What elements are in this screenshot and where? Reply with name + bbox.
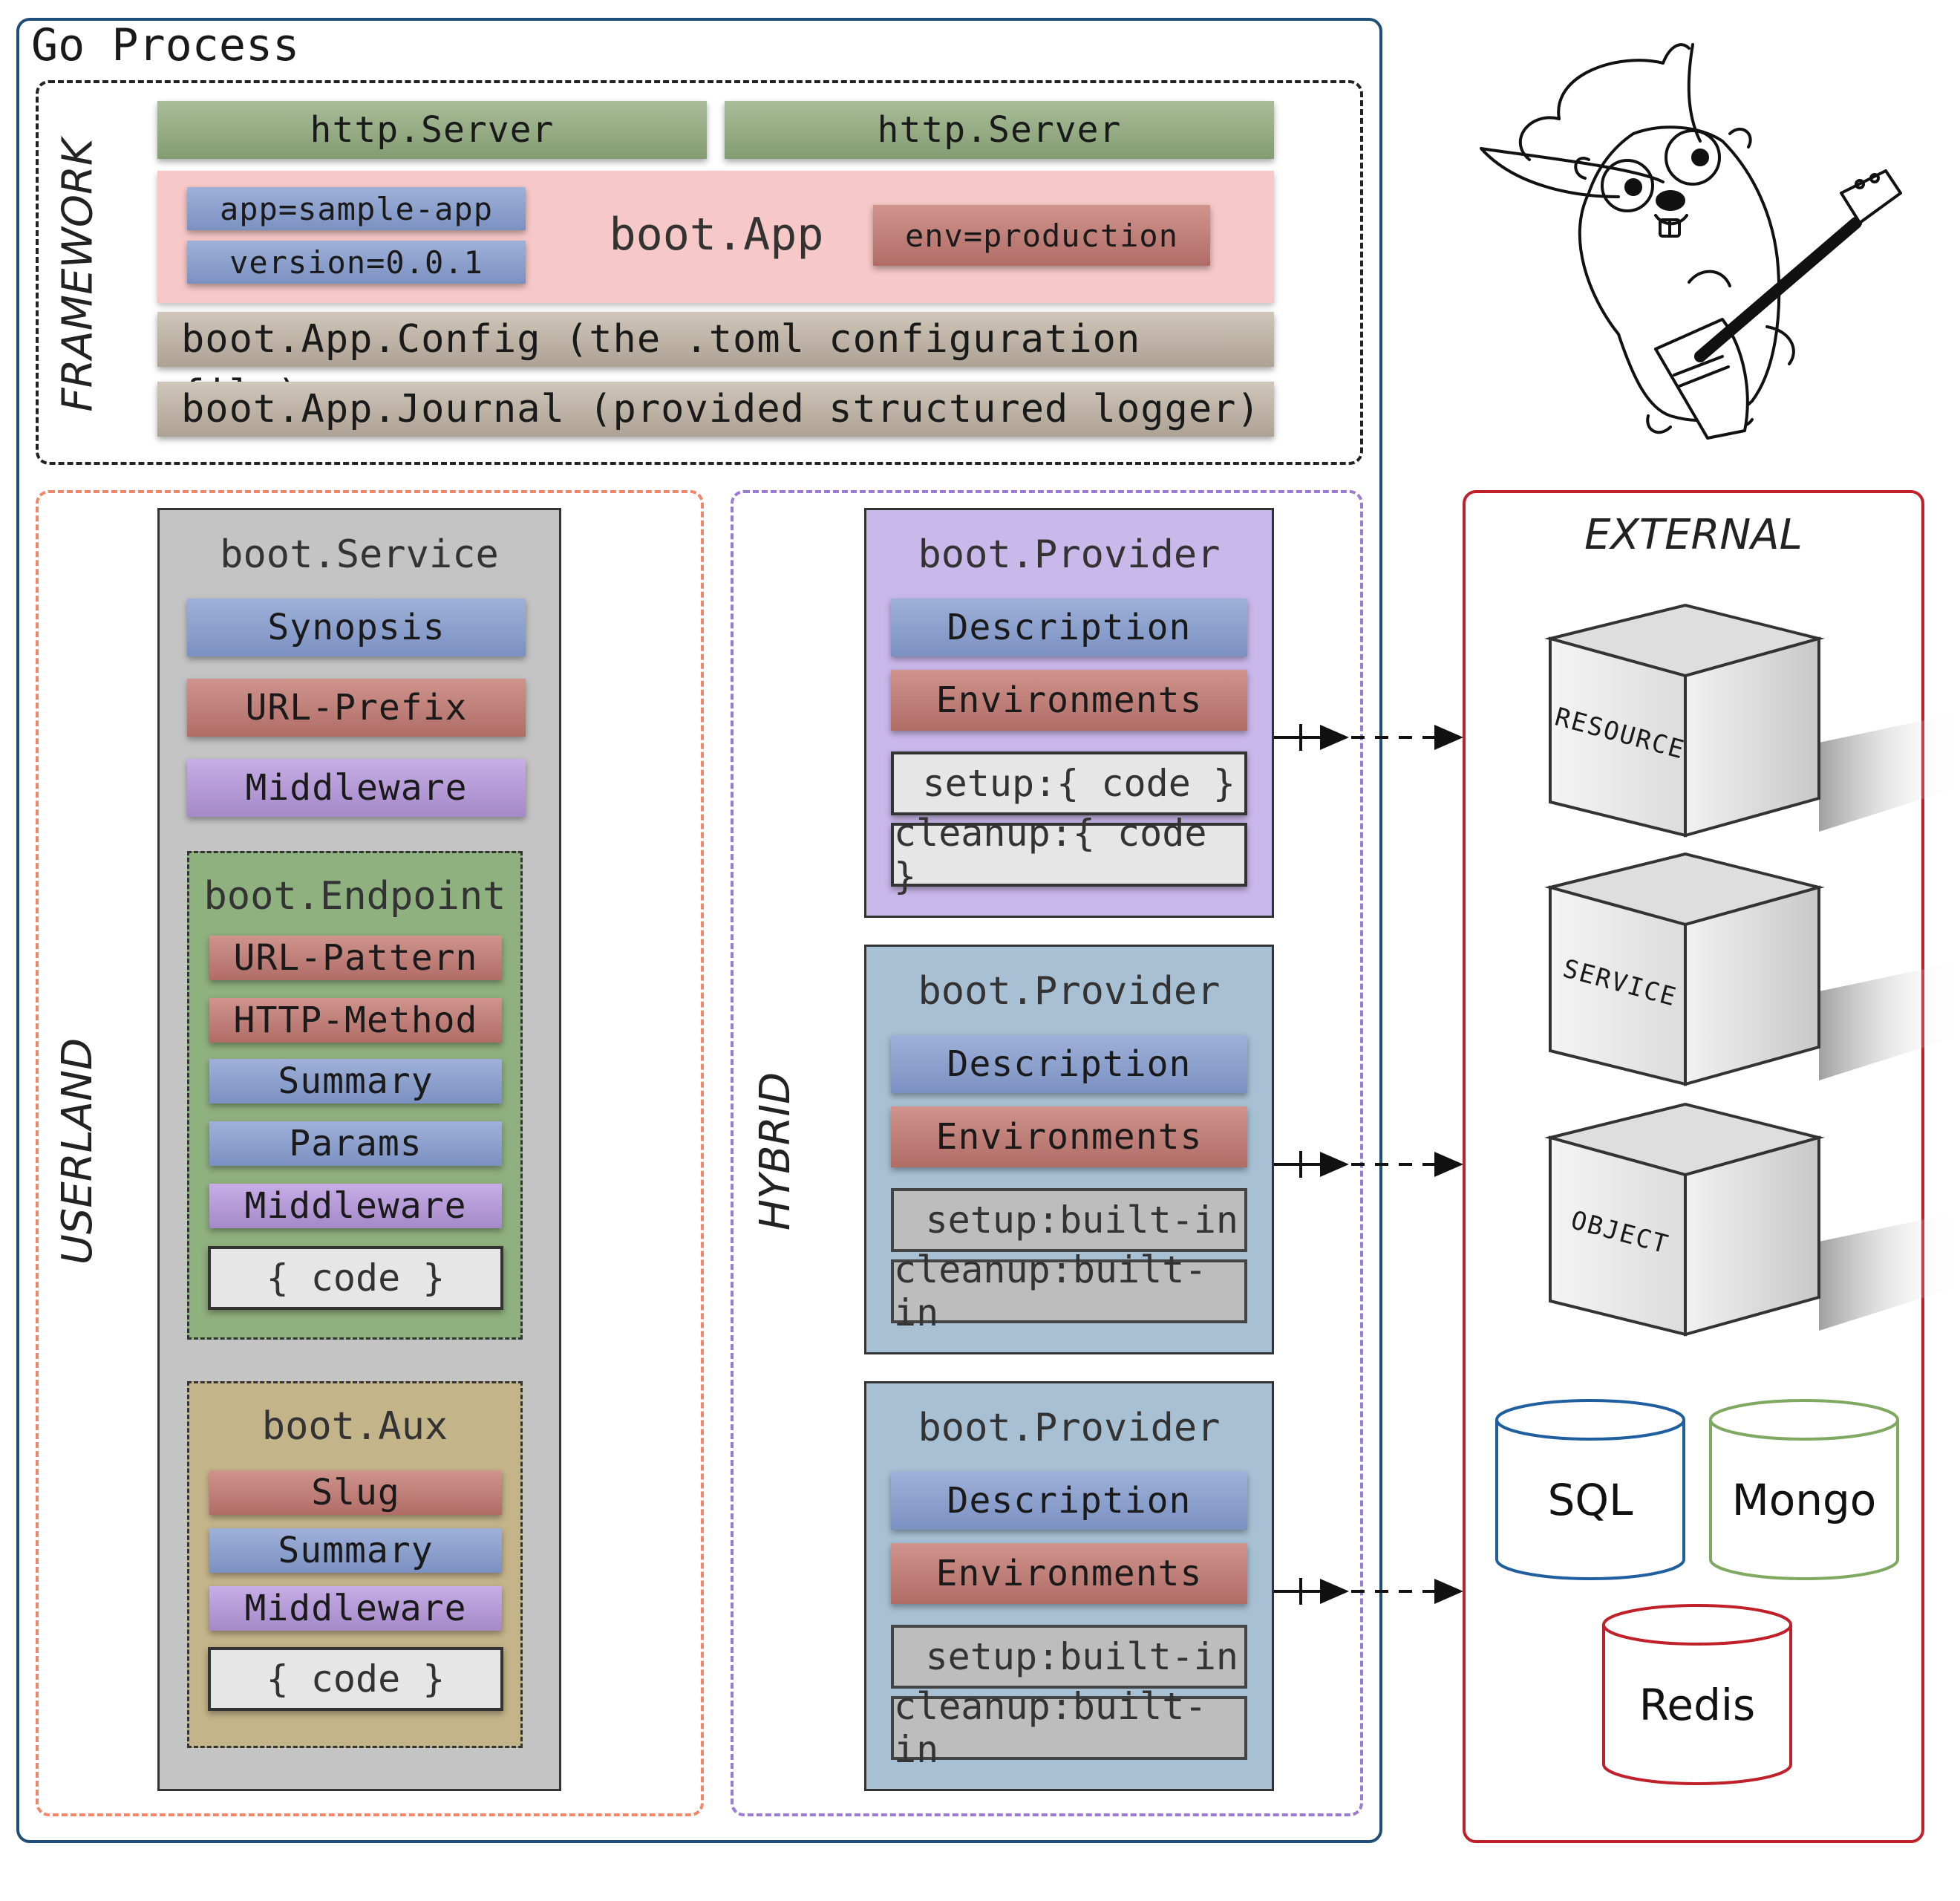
- endpoint-code-box: { code }: [208, 1246, 503, 1310]
- go-process-container: [16, 18, 1382, 1843]
- sql-label: SQL: [1547, 1475, 1633, 1525]
- app-name-tag: app=sample-app: [187, 187, 526, 230]
- http-server-1: http.Server: [157, 101, 707, 159]
- endpoint-params: Params: [209, 1121, 502, 1166]
- boot-service-title: boot.Service: [220, 532, 499, 577]
- service-middleware: Middleware: [187, 759, 526, 817]
- external-container: [1463, 490, 1924, 1843]
- boot-endpoint-title: boot.Endpoint: [203, 874, 506, 919]
- provider-description-1: Description: [891, 599, 1247, 656]
- hybrid-label: HYBRID: [751, 1072, 800, 1230]
- aux-summary: Summary: [209, 1528, 502, 1573]
- provider-environments-2: Environments: [891, 1106, 1247, 1167]
- provider-setup-2: setup:built-in: [891, 1188, 1247, 1252]
- userland-container: [36, 490, 704, 1816]
- boot-aux-title: boot.Aux: [261, 1404, 448, 1449]
- endpoint-summary: Summary: [209, 1059, 502, 1103]
- boot-app-config: boot.App.Config (the .toml configuration…: [157, 312, 1274, 417]
- app-env-tag: env=production: [873, 205, 1210, 266]
- external-label: EXTERNAL: [1584, 510, 1803, 559]
- redis-label: Redis: [1639, 1680, 1756, 1730]
- framework-container: [36, 80, 1363, 465]
- app-version-tag: version=0.0.1: [187, 241, 526, 284]
- endpoint-http-method: HTTP-Method: [209, 998, 502, 1043]
- service-url-prefix: URL-Prefix: [187, 679, 526, 737]
- endpoint-url-pattern: URL-Pattern: [209, 936, 502, 980]
- hybrid-container: [731, 490, 1363, 1816]
- endpoint-middleware: Middleware: [209, 1184, 502, 1228]
- http-server-2: http.Server: [725, 101, 1274, 159]
- aux-slug: Slug: [209, 1470, 502, 1515]
- aux-code-box: { code }: [208, 1647, 503, 1711]
- provider-environments-1: Environments: [891, 670, 1247, 731]
- mongo-label: Mongo: [1731, 1475, 1877, 1525]
- provider-environments-3: Environments: [891, 1543, 1247, 1604]
- aux-middleware: Middleware: [209, 1586, 502, 1631]
- provider-title-2: boot.Provider: [918, 969, 1221, 1014]
- boot-app-title: boot.App: [609, 209, 824, 261]
- provider-title-3: boot.Provider: [918, 1406, 1221, 1450]
- provider-cleanup-1: cleanup:{ code }: [891, 812, 1247, 898]
- gopher-illustration: [1480, 43, 1902, 440]
- go-process-title: Go Process: [31, 19, 300, 71]
- service-synopsis: Synopsis: [187, 599, 526, 656]
- provider-title-1: boot.Provider: [918, 532, 1221, 577]
- provider-description-3: Description: [891, 1472, 1247, 1530]
- provider-setup-3: setup:built-in: [891, 1625, 1247, 1689]
- provider-setup-1: setup:{ code }: [891, 751, 1247, 815]
- provider-description-2: Description: [891, 1035, 1247, 1093]
- provider-cleanup-3: cleanup:built-in: [891, 1685, 1247, 1771]
- provider-cleanup-2: cleanup:built-in: [891, 1248, 1247, 1334]
- boot-app-journal: boot.App.Journal (provided structured lo…: [157, 382, 1274, 437]
